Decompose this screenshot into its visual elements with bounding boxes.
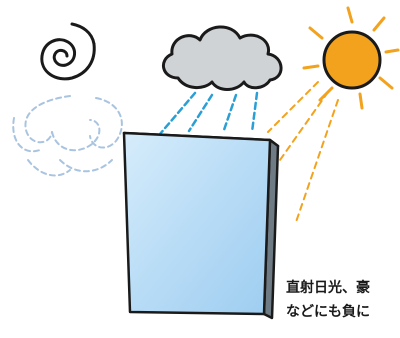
cloud-icon bbox=[162, 25, 283, 91]
wind-swirl-icon bbox=[12, 22, 123, 177]
sun-icon bbox=[302, 6, 400, 110]
rain-lines bbox=[158, 91, 259, 136]
sun-rays bbox=[267, 81, 339, 223]
caption-text: 直射日光、豪 などにも負に bbox=[286, 276, 370, 324]
caption-line-1: 直射日光、豪 bbox=[286, 280, 370, 296]
caption-line-2: などにも負に bbox=[286, 304, 370, 320]
glass-panel-icon bbox=[122, 131, 280, 320]
